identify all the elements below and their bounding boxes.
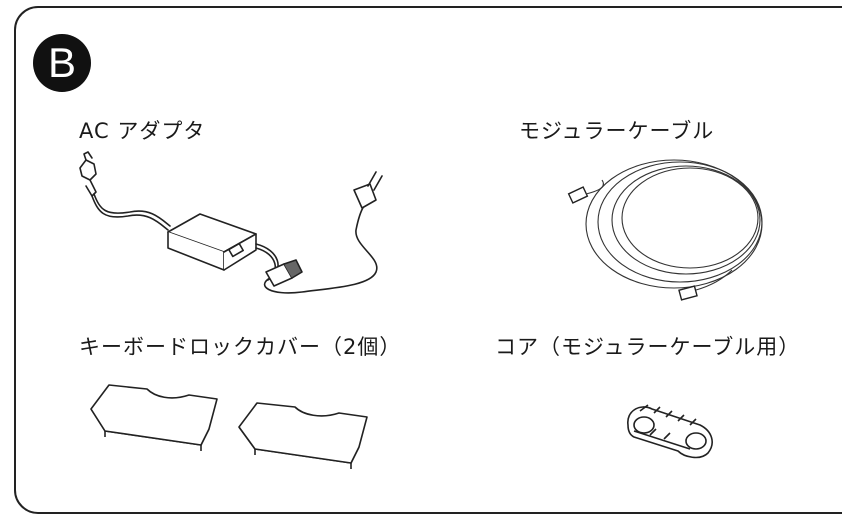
core-label: コア（モジュラーケーブル用） [495, 335, 801, 359]
keyboard-lock-cover-illustration [90, 384, 368, 469]
keyboard-lock-cover-label: キーボードロックカバー（2個） [79, 335, 402, 359]
ac-adapter-label: AC アダプタ [79, 119, 206, 143]
modular-cable-label: モジュラーケーブル [519, 119, 715, 143]
core-illustration [627, 404, 713, 459]
section-badge: B [33, 34, 91, 92]
section-frame [14, 6, 842, 514]
modular-cable-illustration [567, 159, 763, 301]
ac-adapter-illustration [79, 151, 383, 294]
